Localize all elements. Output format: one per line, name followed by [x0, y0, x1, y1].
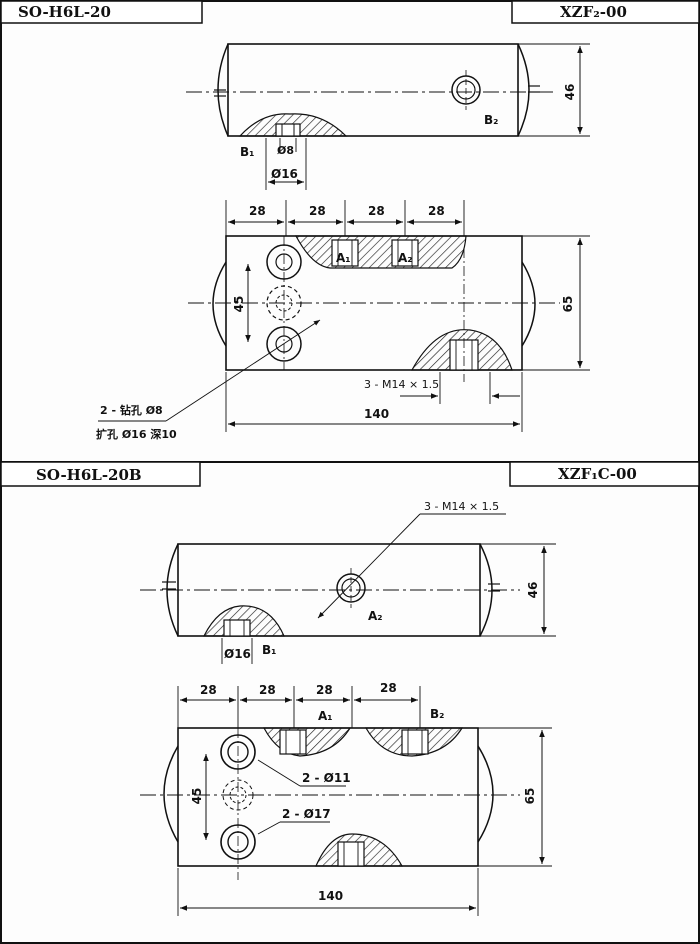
title-left-b: SO-H6L-20B	[36, 466, 142, 484]
drill-note-line2: 扩孔 Ø16 深10	[96, 427, 177, 441]
front-b-hole-11: 2 - Ø11	[302, 771, 351, 785]
port-b1-label: B₁	[240, 145, 254, 159]
top-plan-view: B₂ 46 B₁ Ø8 Ø16	[186, 43, 590, 190]
bottom-front-view: 28 28 28 28 A₁ B₂	[140, 681, 552, 916]
front-b-dim-28-4: 28	[380, 681, 397, 695]
bottom-section: SO-H6L-20B XZF₁C-00 3 - M14 × 1.5 A₂	[0, 461, 700, 916]
title-box-left-b	[0, 461, 201, 487]
top-front-view: 28 28 28 28 A₁ A₂	[96, 200, 590, 441]
title-box-right	[511, 0, 700, 24]
port-a1-label: A₁	[336, 251, 351, 265]
title-box-right-b	[509, 461, 700, 487]
front-b-dim-140: 140	[318, 889, 343, 903]
front-b-dim-28-1: 28	[200, 683, 217, 697]
front-b-port-b2: B₂	[430, 707, 444, 721]
plan-dim-46: 46	[563, 84, 577, 101]
title-box-left	[0, 0, 203, 24]
title-right-b: XZF₁C-00	[558, 465, 637, 483]
front-b-hole-17: 2 - Ø17	[282, 807, 331, 821]
port-b2-label: B₂	[484, 113, 498, 127]
front-dim-140: 140	[364, 407, 389, 421]
plan-b-dim-46: 46	[526, 582, 540, 599]
plan-b-dia-16: Ø16	[224, 647, 251, 661]
front-b-port-a1: A₁	[318, 709, 333, 723]
front-dim-65: 65	[561, 296, 575, 313]
front-b-dim-65: 65	[523, 788, 537, 805]
front-b-dim-28-2: 28	[259, 683, 276, 697]
title-right: XZF₂-00	[560, 3, 627, 21]
plan-b-port-a2: A₂	[368, 609, 383, 623]
bottom-plan-view: 3 - M14 × 1.5 A₂ 46 Ø16 B₁	[140, 500, 556, 664]
front-b-dim-45: 45	[190, 788, 204, 805]
plan-b-port-b1: B₁	[262, 643, 276, 657]
front-dim-45: 45	[232, 296, 246, 313]
dia-16-label: Ø16	[271, 167, 298, 181]
top-section: SO-H6L-20 XZF₂-00 B₂	[0, 0, 700, 441]
front-dim-28-1: 28	[249, 204, 266, 218]
front-dim-28-3: 28	[368, 204, 385, 218]
plan-b-thread-note: 3 - M14 × 1.5	[424, 500, 499, 513]
front-thread-note: 3 - M14 × 1.5	[364, 378, 439, 391]
front-b-dim-28-3: 28	[316, 683, 333, 697]
front-dim-28-2: 28	[309, 204, 326, 218]
dia-8-label: Ø8	[277, 144, 294, 157]
title-left: SO-H6L-20	[18, 3, 111, 21]
drill-note-line1: 2 - 钻孔 Ø8	[100, 403, 163, 417]
front-dim-28-4: 28	[428, 204, 445, 218]
port-a2-label: A₂	[398, 251, 413, 265]
